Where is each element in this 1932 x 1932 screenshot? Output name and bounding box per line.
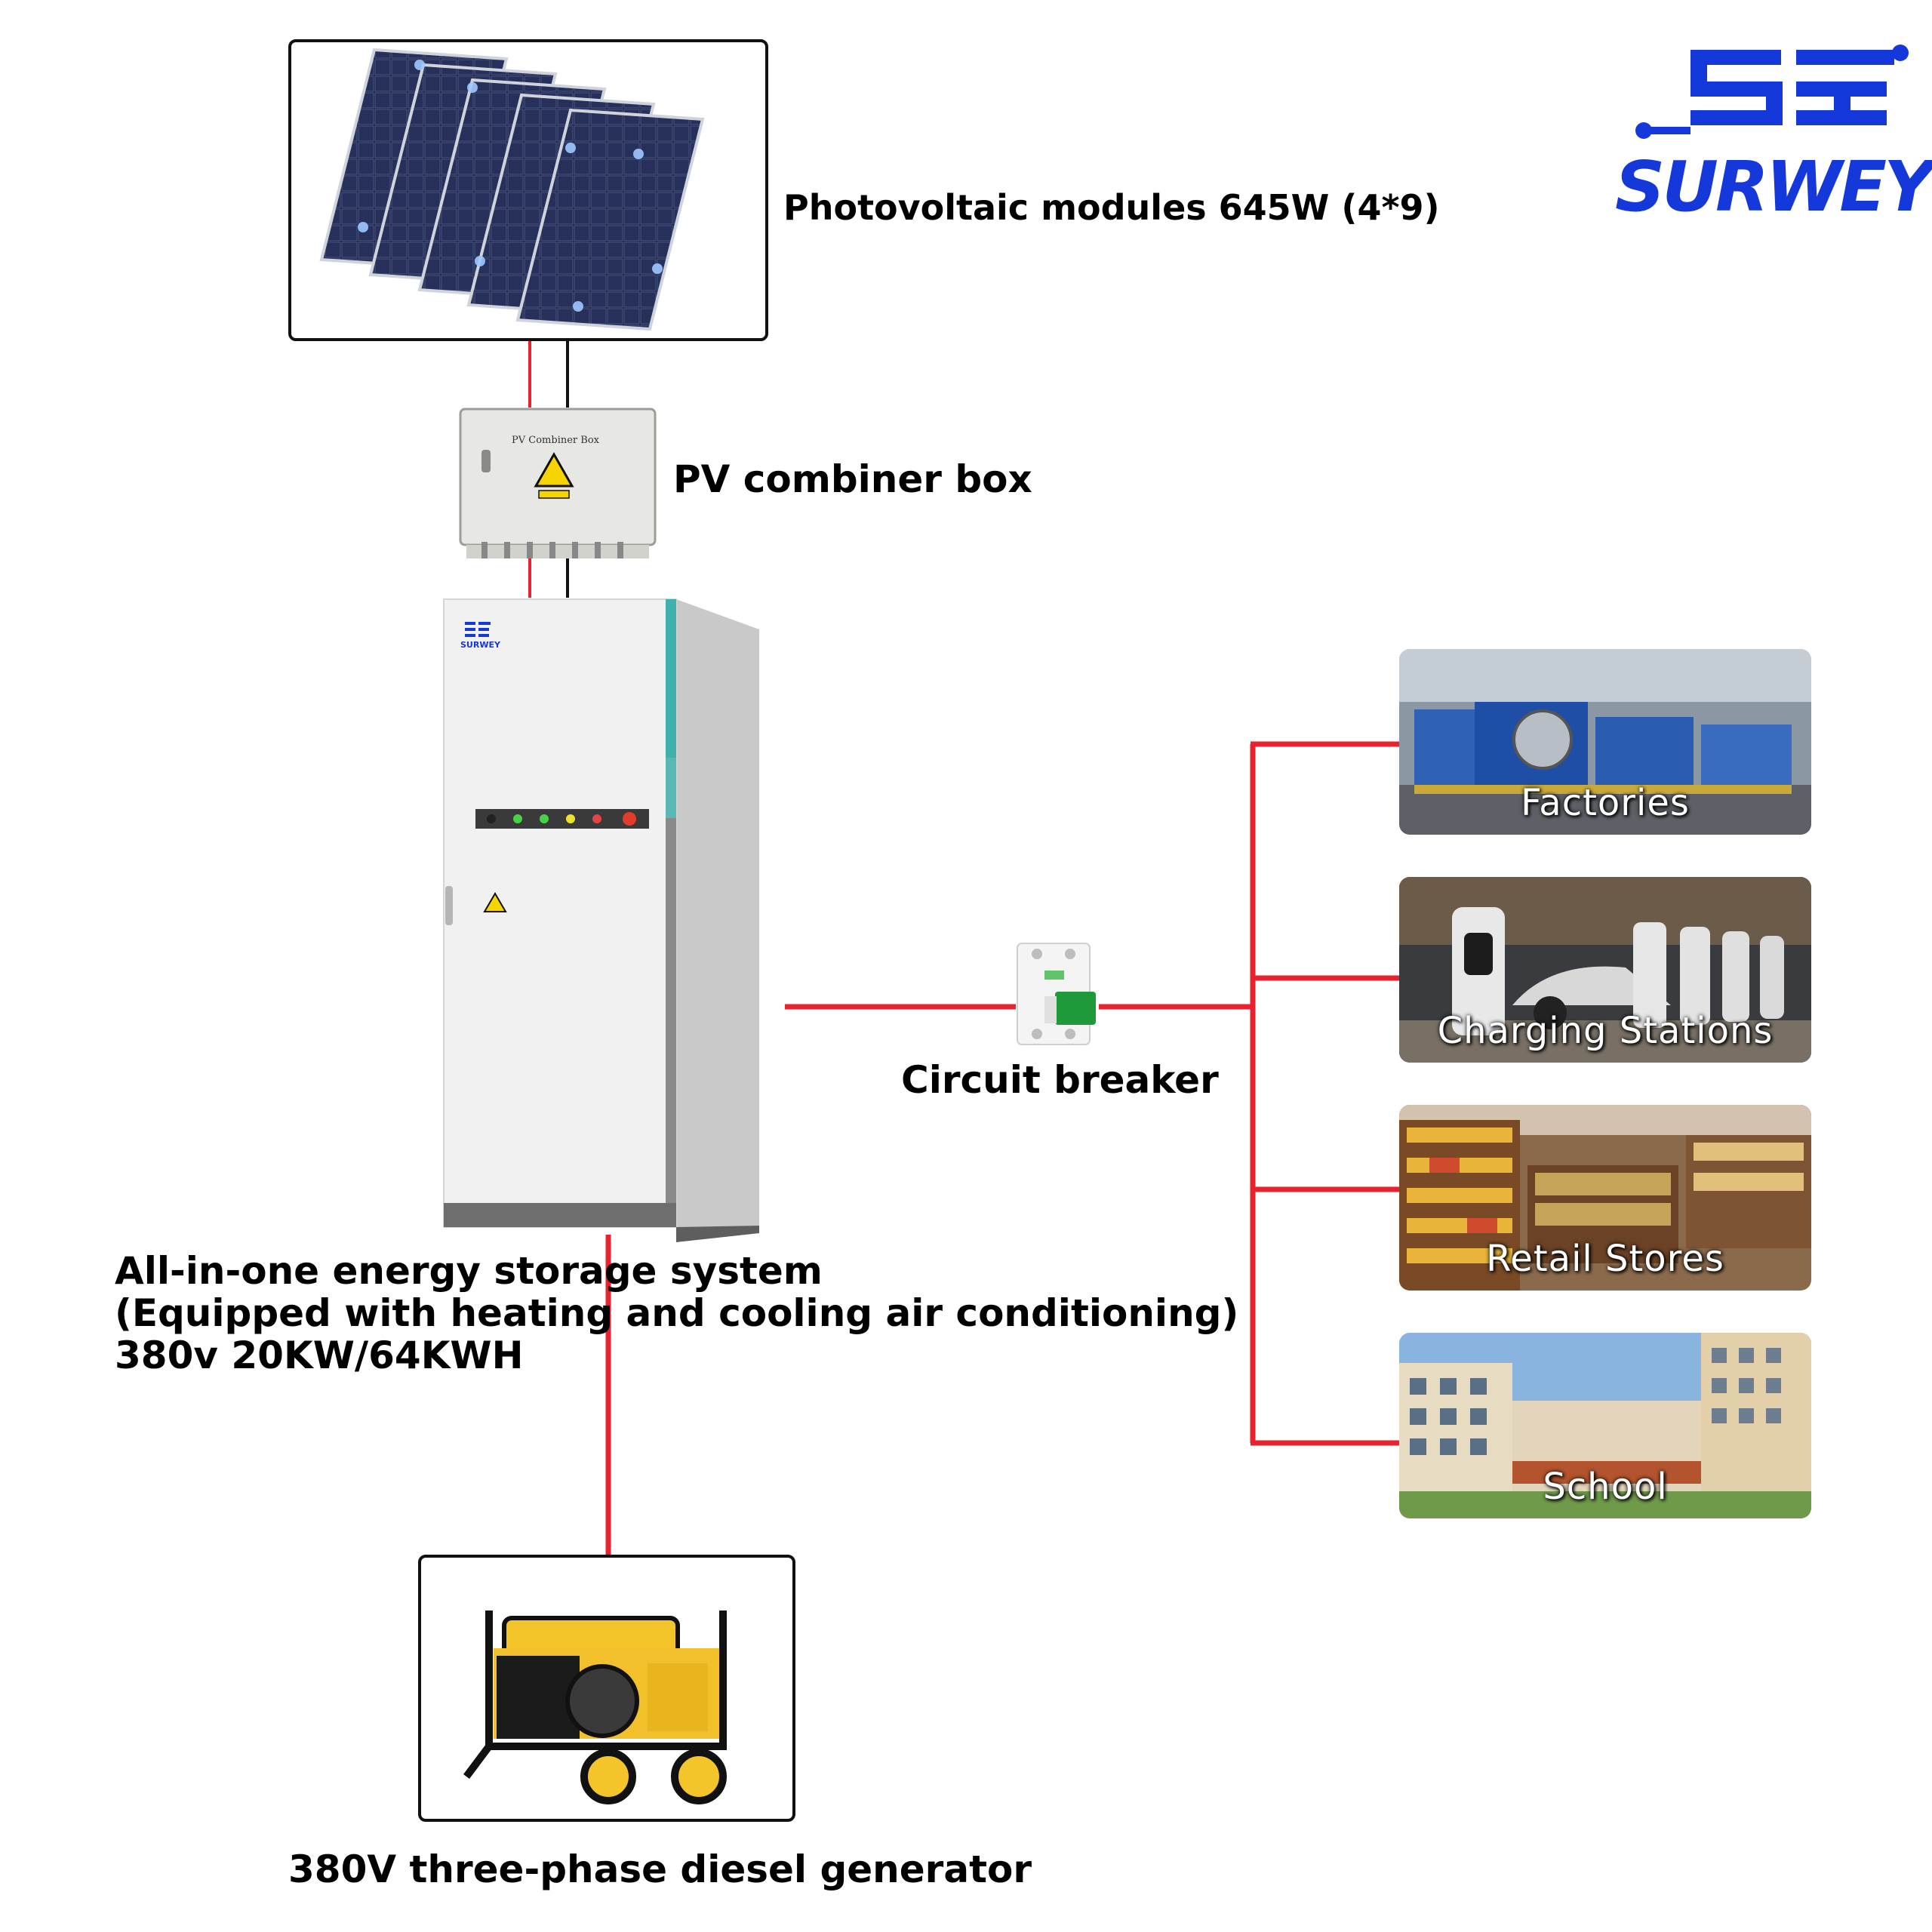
cabinet-logo-text: SURWEY [460,640,500,650]
storage-label-line-3: 380v 20KW/64KWH [115,1334,524,1377]
combiner-box: PV Combiner Box [459,408,657,561]
storage-label-line-1: All-in-one energy storage system [115,1249,823,1293]
pv-modules-label: Photovoltaic modules 645W (4*9) [783,187,1440,228]
pv-modules-frame [288,39,768,341]
retail-store-icon [1399,1105,1811,1291]
generator-label: 380V three-phase diesel generator [288,1847,1032,1891]
combiner-box-label: PV combiner box [673,457,1032,501]
brand-logo: SURWEY [1615,42,1932,231]
load-school: School [1399,1333,1811,1518]
combiner-box-icon [459,408,657,558]
storage-label-line-2: (Equipped with heating and cooling air c… [115,1291,1239,1335]
load-retail-stores: Retail Stores [1399,1105,1811,1291]
storage-system-label: All-in-one energy storage system (Equipp… [115,1250,1238,1377]
school-building-icon [1399,1333,1811,1518]
energy-storage-cabinet: SURWEY [442,592,786,1244]
generator-frame [418,1555,795,1822]
surwey-logo-icon [1635,45,1909,139]
load-label-charging-stations: Charging Stations [1437,1010,1774,1052]
factory-icon [1399,649,1811,835]
diesel-generator-icon [463,1611,727,1804]
combiner-plate-text: PV Combiner Box [512,435,599,446]
circuit-breaker-label: Circuit breaker [901,1058,1219,1102]
solar-panel-icon [319,48,705,331]
load-label-retail-stores: Retail Stores [1486,1238,1724,1280]
ev-charger-icon [1399,877,1811,1063]
load-factories: Factories [1399,649,1811,835]
load-label-school: School [1543,1466,1668,1508]
load-label-factories: Factories [1521,782,1690,824]
storage-cabinet-icon [443,598,759,1242]
brand-name: SURWEY [1615,146,1932,227]
circuit-breaker-icon [1017,943,1096,1045]
load-charging-stations: Charging Stations [1399,877,1811,1063]
circuit-breaker [1014,942,1099,1048]
